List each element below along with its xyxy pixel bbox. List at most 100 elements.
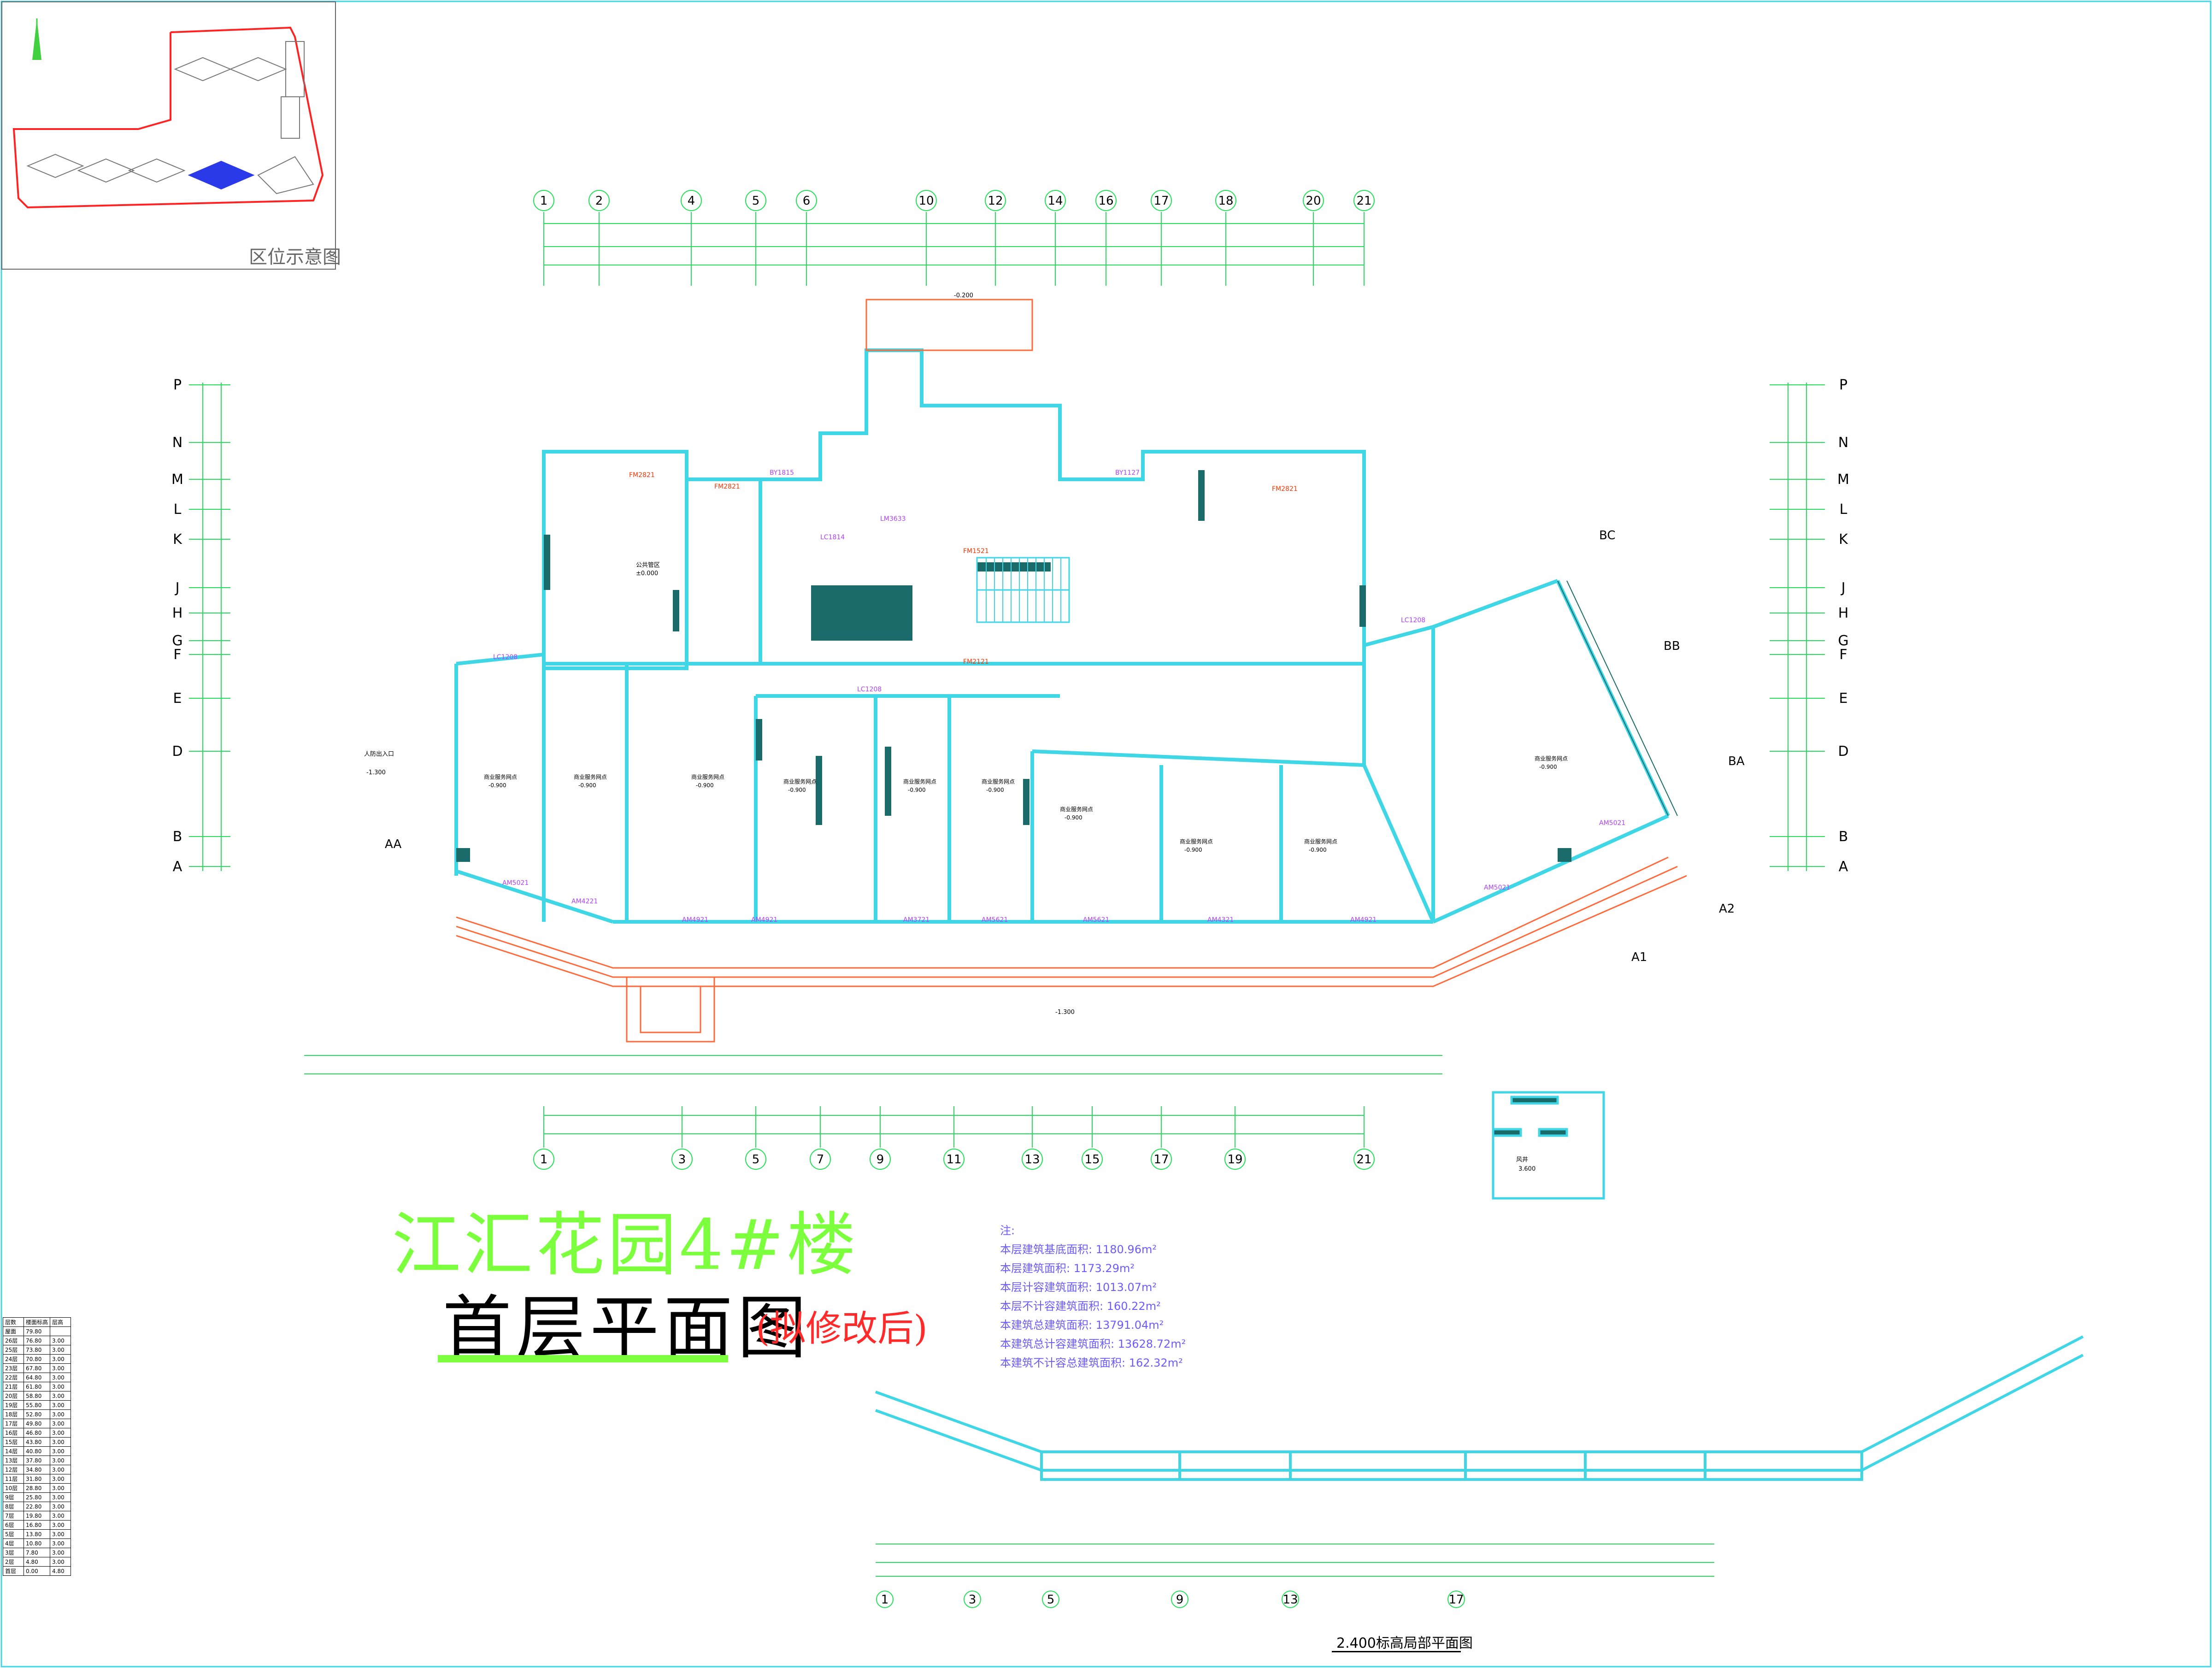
grid-axis-label: G [172,633,182,649]
grid-bubble: 17 [1447,1591,1465,1608]
grid-axis-label: 16 [1098,194,1113,208]
table-cell: 3.00 [50,1336,71,1345]
room-name: 商业服务网点 [1180,838,1213,845]
door-tag: FM2821 [629,472,655,479]
wind-shaft-detail [1492,1091,1605,1200]
room-label: 商业服务网点-0.900 [1180,838,1213,853]
room-label: 商业服务网点-0.900 [783,778,817,793]
table-cell: 46.80 [23,1428,51,1438]
table-header-row: 层数楼面标高层高 [3,1317,71,1327]
grid-axis-label: 17 [1448,1593,1464,1607]
area-notes-heading: 注: [1000,1224,1015,1237]
grid-axis-label: L [1840,501,1847,518]
grid-axis-label: 3 [969,1593,977,1607]
table-cell: 11层 [3,1474,24,1484]
grid-axis-label: 18 [1218,194,1233,208]
grid-axis-label: P [1839,377,1847,393]
grid-bubble-circle [943,1149,965,1170]
table-cell: 16.80 [23,1520,51,1530]
grid-axis-label: 1 [540,1153,548,1167]
grid-bubble-circle [588,190,610,211]
grid-axis-label: 1 [881,1593,889,1607]
sub-plan-title: 2.400标高局部平面图 [1336,1635,1473,1651]
grid-bubble-circle [681,190,702,211]
misc-labels: 公共管区 ±0.000 人防出入口 -1.300 -1.300 -0.200 风… [364,292,1535,1173]
grid-bubble: 9 [870,1149,891,1170]
grid-bubble-circle [671,1149,693,1170]
door-tag: AM4321 [1207,916,1234,924]
table-cell: 3.00 [50,1373,71,1382]
lobby-elev: ±0.000 [636,570,658,577]
table-cell: 2层 [3,1557,24,1567]
table-cell: 9层 [3,1492,24,1502]
grid-bubble-circle [876,1591,894,1608]
table-cell: 7.80 [23,1548,51,1557]
room-elev: -0.900 [488,782,506,789]
table-cell: 5层 [3,1529,24,1539]
grid-bubble: 5 [745,1149,766,1170]
table-cell: 76.80 [23,1336,51,1345]
room-elev: -0.900 [908,787,926,793]
grid-axis-label: 17 [1153,1153,1169,1167]
table-cell: 58.80 [23,1391,51,1401]
table-cell: 64.80 [23,1373,51,1382]
door-tag: AM5021 [1484,884,1510,891]
grid-axis-label: F [173,647,181,663]
table-cell: 3.00 [50,1548,71,1557]
grid-bubble-circle [1353,190,1375,211]
grid-bubble-circle [916,190,937,211]
area-note-line: 本建筑不计容总建筑面积: 162.32m² [1000,1356,1183,1369]
table-cell: 3.00 [50,1409,71,1419]
table-cell: 3.00 [50,1345,71,1355]
table-cell: 10.80 [23,1538,51,1548]
door-tag: AM3721 [903,916,930,924]
top-elev: -0.200 [954,292,973,299]
grid-bubble-circle [870,1149,891,1170]
table-cell: 22.80 [23,1502,51,1511]
table-cell: 79.80 [23,1326,51,1336]
grid-bubble: 14 [1045,190,1066,211]
bottom-dimension-lines [304,1055,1442,1134]
area-note-line: 本层不计容建筑面积: 160.22m² [1000,1300,1161,1313]
grid-axis-label: 7 [817,1153,824,1167]
location-map-label: 区位示意图 [249,247,341,268]
grid-axis-label: D [1838,743,1848,760]
table-cell: 3层 [3,1548,24,1557]
grid-axis-label: B [173,829,182,845]
grid-bubble: 1 [533,1149,554,1170]
area-note-line: 本层建筑基底面积: 1180.96m² [1000,1243,1157,1256]
table-cell: 73.80 [23,1345,51,1355]
room-name: 商业服务网点 [484,773,517,780]
entrance-elev: -1.300 [366,769,386,776]
grid-axis-label: 12 [988,194,1003,208]
grid-bubble-circle [964,1591,981,1608]
table-cell: 24层 [3,1354,24,1364]
lobby-label: 公共管区 [636,562,660,569]
grid-axis-label: H [1838,605,1849,621]
room-name: 商业服务网点 [1535,755,1568,762]
grid-axis-label: AA [385,837,402,851]
grid-axis-label: M [1837,472,1849,488]
grid-axis-label: 2 [595,194,603,208]
sub-plan [875,1335,2084,1481]
location-map [1,1,336,270]
grid-bubble: 4 [681,190,702,211]
grid-bubble-circle [1082,1149,1103,1170]
grid-bubble-circle [1042,1591,1059,1608]
table-cell: 7层 [3,1511,24,1521]
room-label: 商业服务网点-0.900 [1535,755,1568,770]
room-label: 商业服务网点-0.900 [691,773,724,789]
room-labels: 商业服务网点-0.900商业服务网点-0.900商业服务网点-0.900商业服务… [484,755,1568,853]
door-tag: AM5621 [1083,916,1109,924]
table-cell: 18层 [3,1409,24,1419]
